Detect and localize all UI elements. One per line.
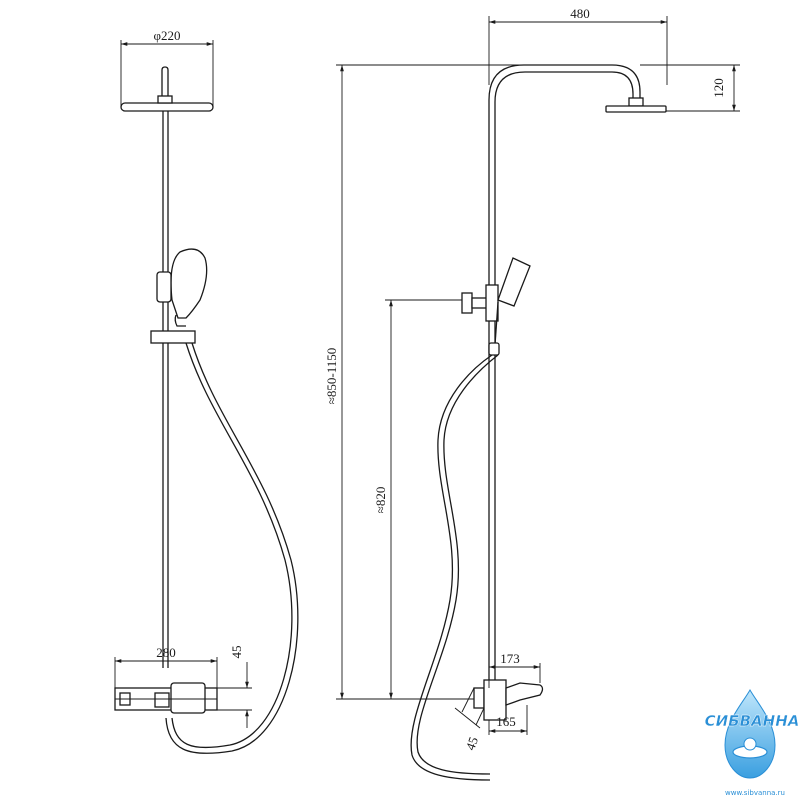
hand-shower-side [488,257,531,356]
spout-length-top-label: 173 [500,651,520,666]
valve-height-label: ≈820 [373,487,388,514]
valve-height-dimension: ≈820 [373,299,462,699]
hose-front [165,342,299,754]
hand-shower-front [150,248,208,344]
head-diameter-dimension: φ220 [120,28,214,107]
thermostat-depth-side-dimension: 45 [454,687,485,752]
shower-rail-front [162,111,169,668]
total-height-dimension: ≈850-1150 [324,64,530,700]
thermostat-depth-side-label: 45 [463,735,482,752]
spout-length-bottom-label: 165 [496,714,516,729]
face-icon [743,737,757,751]
diverter-connector [461,284,499,322]
head-diameter-label: φ220 [153,28,180,43]
thermostat-spout-side [473,679,544,721]
thermostat-front [114,682,218,714]
shower-rail-side [488,64,641,688]
total-height-label: ≈850-1150 [324,348,339,404]
side-view: 480 120 ≈850-1150 ≈820 [324,6,740,781]
head-height-label: 120 [711,78,726,98]
logo-name: СИБВАННА [705,712,800,730]
arm-reach-label: 480 [570,6,590,21]
logo-url: www.sibvanna.ru [725,789,785,797]
thermostat-width-dimension: 280 [114,645,218,688]
sibvanna-logo: СИБВАННА www.sibvanna.ru [704,688,800,797]
spout-length-top-dimension: 173 [488,651,541,688]
arm-reach-dimension: 480 [488,6,668,85]
front-view: φ220 [114,28,299,754]
thermostat-width-label: 280 [156,645,176,660]
thermostat-depth-front-dimension: 45 [217,646,252,728]
water-drop-icon [724,688,776,779]
hose-side [410,354,499,781]
rain-shower-head-side [605,97,667,113]
thermostat-depth-front-label: 45 [229,646,244,659]
rain-shower-head-front [120,66,214,112]
spout-length-bottom-dimension: 165 [488,705,528,735]
